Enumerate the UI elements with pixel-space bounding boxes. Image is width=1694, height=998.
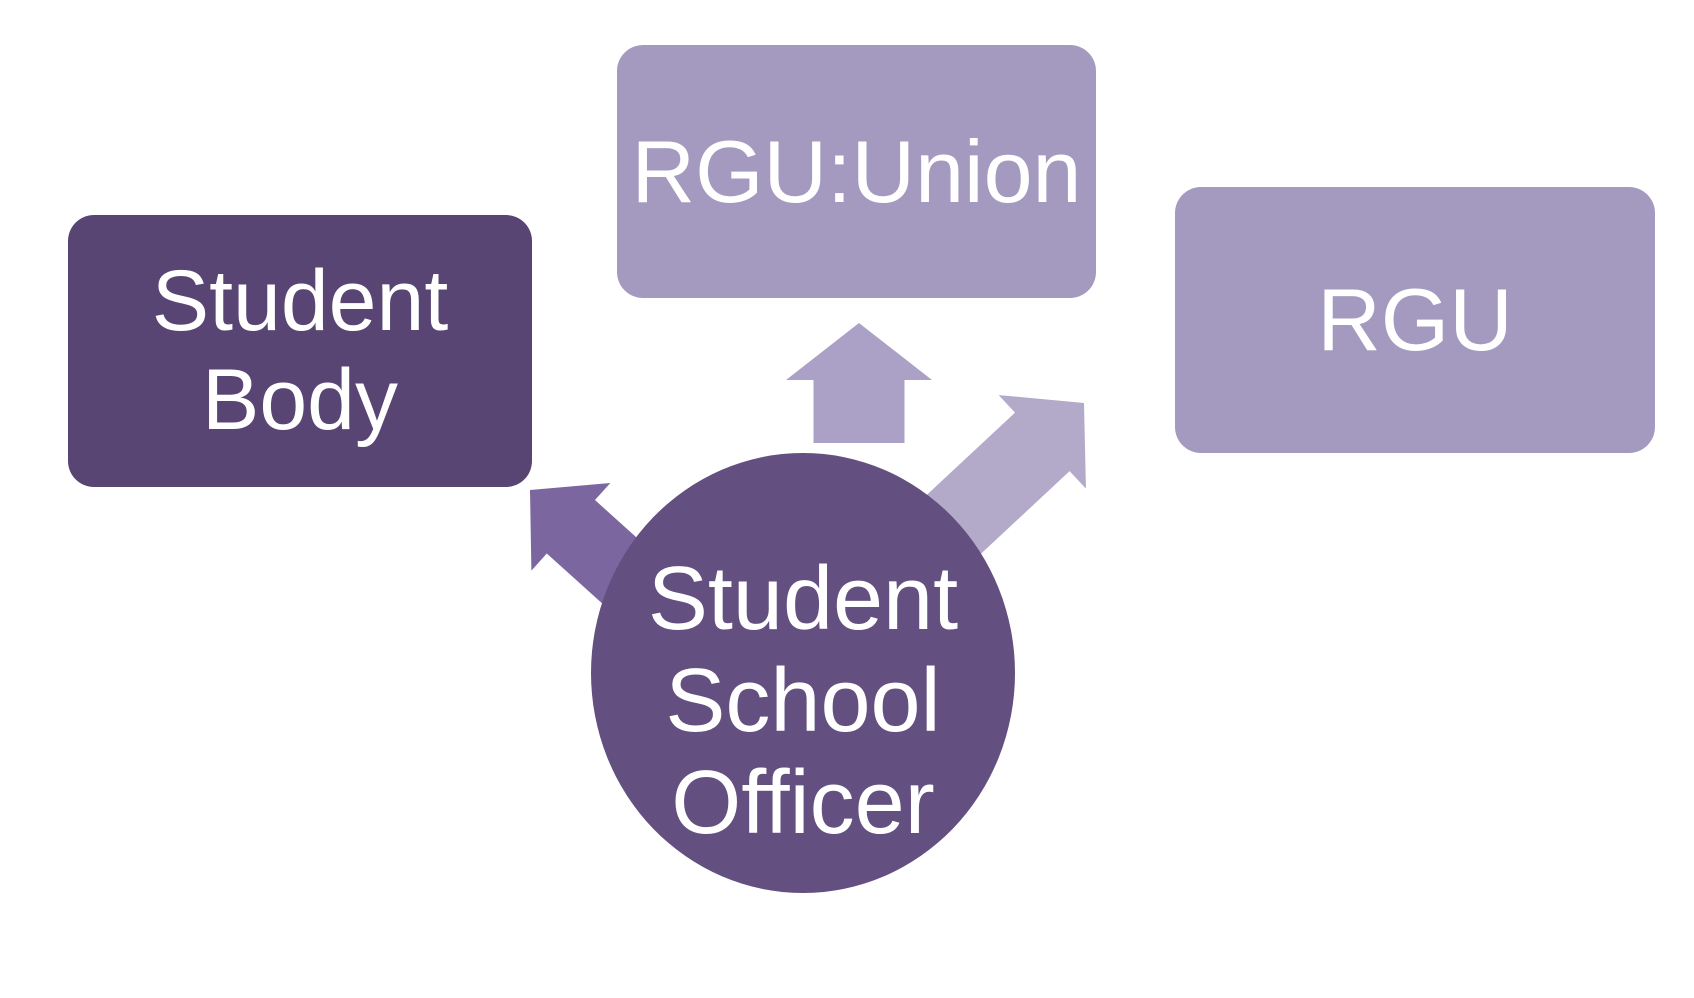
- node-student-school-officer: Student School Officer: [591, 453, 1015, 893]
- arrow-to-rgu-union-icon: [786, 323, 932, 443]
- node-student-school-officer-label: Student School Officer: [647, 549, 959, 853]
- node-rgu-union-label: RGU:Union: [631, 121, 1082, 221]
- node-student-body: Student Body: [68, 215, 532, 487]
- node-rgu-label: RGU: [1317, 270, 1513, 369]
- node-rgu-union: RGU:Union: [617, 45, 1096, 298]
- node-student-body-label: Student Body: [151, 253, 449, 448]
- node-rgu: RGU: [1175, 187, 1655, 453]
